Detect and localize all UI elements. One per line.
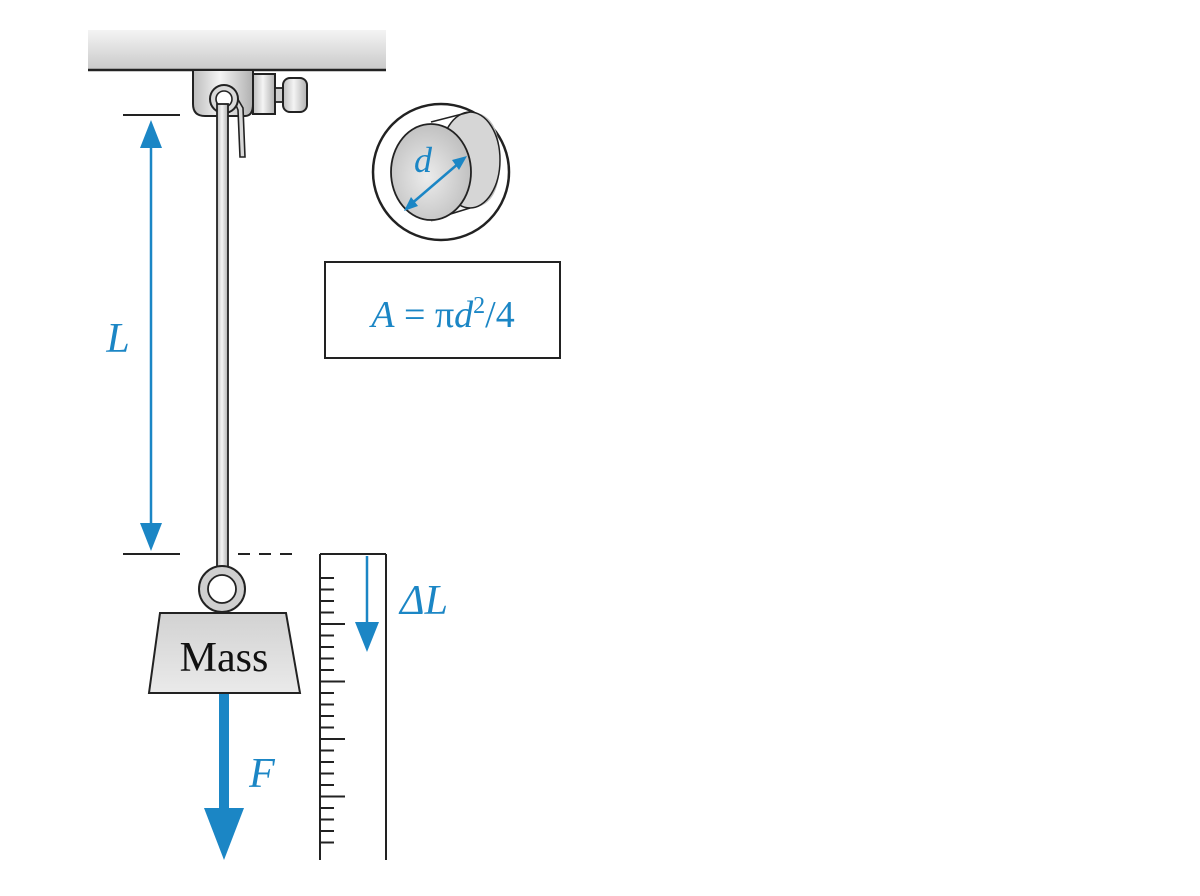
- area-formula-box: A = πd2/4: [324, 261, 561, 359]
- force-arrow: F: [204, 694, 275, 860]
- formula-equals: =: [395, 294, 435, 336]
- diameter-label: d: [414, 140, 433, 180]
- formula-tail: /4: [485, 294, 515, 336]
- length-label: L: [105, 316, 129, 362]
- elongation-arrow: ΔL: [355, 556, 448, 652]
- scale-ticks: [320, 577, 345, 844]
- force-label: F: [248, 751, 275, 797]
- mass-block: Mass: [147, 612, 302, 694]
- elongation-label: ΔL: [398, 578, 448, 624]
- formula-d: d: [454, 294, 474, 336]
- wire-specimen: [216, 103, 229, 575]
- area-formula: A = πd2/4: [368, 293, 514, 336]
- formula-exponent: 2: [473, 293, 485, 319]
- length-dimension: L: [105, 114, 180, 555]
- bottom-eye-ring: [198, 565, 246, 613]
- mass-label: Mass: [180, 635, 269, 681]
- clamp-grip: [192, 69, 308, 158]
- formula-a: A: [368, 294, 395, 336]
- formula-pi: π: [435, 294, 454, 336]
- measuring-scale: [319, 553, 387, 860]
- ceiling-support: [88, 30, 386, 72]
- cross-section-detail: d: [371, 102, 511, 242]
